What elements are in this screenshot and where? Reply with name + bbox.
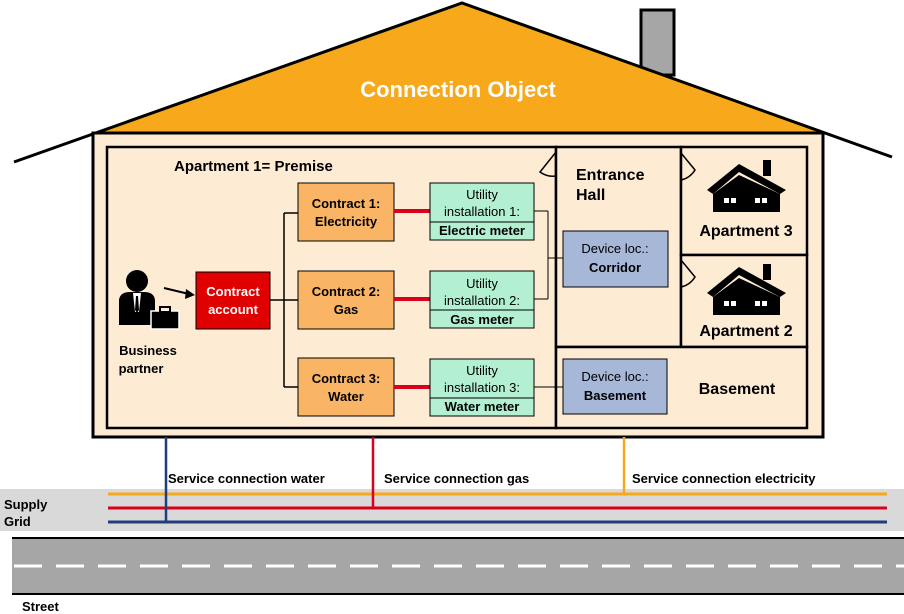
street-label: Street xyxy=(22,599,60,614)
gas-meter-label: Gas meter xyxy=(450,312,514,327)
supply-grid-label-2: Grid xyxy=(4,514,31,529)
installation3-box xyxy=(429,358,535,417)
door-apartment2 xyxy=(680,259,696,288)
roof-outline xyxy=(13,1,893,164)
service-electricity-label: Service connection electricity xyxy=(632,471,816,486)
service-gas-label: Service connection gas xyxy=(384,471,529,486)
premise-label: Apartment 1= Premise xyxy=(174,158,333,175)
installation2-label-2: installation 2: xyxy=(444,293,520,308)
basement-label: Basement xyxy=(699,381,776,398)
supply-grid-label-1: Supply xyxy=(4,497,48,512)
contract-gas-box xyxy=(297,270,395,330)
installation2-label-1: Utility xyxy=(466,276,498,291)
service-water-label: Service connection water xyxy=(168,471,325,486)
device-basement-label-1: Device loc.: xyxy=(581,369,648,384)
contract-water-box xyxy=(297,357,395,417)
installation-device-connector xyxy=(534,210,563,388)
contract-electricity-box xyxy=(297,182,395,242)
contract-account-label-2: account xyxy=(208,302,259,317)
apartment2-house-icon xyxy=(707,264,786,315)
business-partner-label-1: Business xyxy=(119,343,177,358)
device-basement-box xyxy=(562,358,668,415)
chimney xyxy=(639,8,676,77)
business-partner-label-2: partner xyxy=(119,361,164,376)
entrance-hall-label-1: Entrance xyxy=(576,167,645,184)
business-partner-icon xyxy=(119,270,180,330)
installation1-box xyxy=(429,182,535,241)
contract-account-box xyxy=(195,271,271,330)
supply-grid-band xyxy=(0,489,904,531)
contract-gas-label-1: Contract 2: xyxy=(312,284,381,299)
contract-water-label-2: Water xyxy=(328,389,364,404)
door-apartment3 xyxy=(680,152,696,181)
contract-tree-connector xyxy=(270,212,298,388)
installation3-label-2: installation 3: xyxy=(444,380,520,395)
contract-gas-label-2: Gas xyxy=(334,302,359,317)
device-basement-label-2: Basement xyxy=(584,388,647,403)
partner-account-arrow xyxy=(163,287,190,295)
contract-account-label-1: Contract xyxy=(206,284,260,299)
contract-water-label-1: Contract 3: xyxy=(312,371,381,386)
water-meter-label: Water meter xyxy=(445,399,520,414)
device-corridor-label-1: Device loc.: xyxy=(581,241,648,256)
apartment3-label: Apartment 3 xyxy=(699,223,792,240)
contract-electricity-label-2: Electricity xyxy=(315,214,378,229)
device-corridor-label-2: Corridor xyxy=(589,260,641,275)
connection-object-title: Connection Object xyxy=(360,77,556,102)
apartment3-house-icon xyxy=(707,160,786,212)
door-premise xyxy=(538,151,557,177)
roof xyxy=(97,3,825,133)
arrow-head xyxy=(185,289,195,299)
contract-electricity-label-1: Contract 1: xyxy=(312,196,381,211)
installation1-label-2: installation 1: xyxy=(444,204,520,219)
installation2-box xyxy=(429,270,535,329)
entrance-hall-label-2: Hall xyxy=(576,187,605,204)
electric-meter-label: Electric meter xyxy=(439,223,525,238)
apartment2-label: Apartment 2 xyxy=(699,323,792,340)
installation3-label-1: Utility xyxy=(466,363,498,378)
installation1-label-1: Utility xyxy=(466,187,498,202)
device-corridor-box xyxy=(562,230,669,288)
